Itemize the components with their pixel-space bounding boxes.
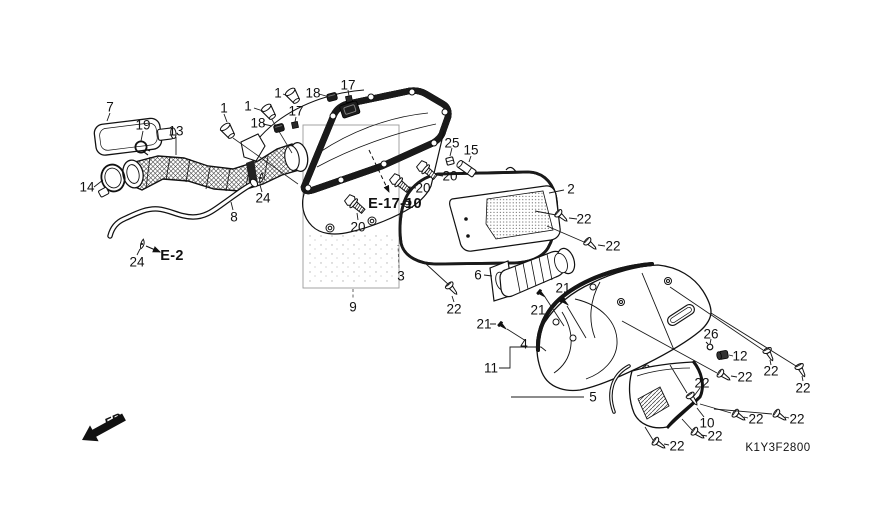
clamp-19-art xyxy=(134,140,151,156)
screw-22-icon xyxy=(582,236,600,253)
air-duct-13-art xyxy=(122,141,309,192)
nut-17-icon xyxy=(291,121,299,129)
air-guide-tube-15-icon xyxy=(456,160,477,178)
leader-lines xyxy=(93,89,804,446)
connecting-tube-6-art xyxy=(489,247,576,302)
trim-10-art xyxy=(665,360,704,430)
cover-lid-5-art xyxy=(609,361,704,429)
mount-rubber-1-icon xyxy=(283,86,303,106)
screw-22-icon xyxy=(715,367,733,385)
grommet-12-icon xyxy=(716,350,729,361)
drain-tube-8-art xyxy=(107,178,259,239)
nut-25-icon xyxy=(445,156,455,166)
screw-22-icon xyxy=(689,425,707,443)
screw-22-icon xyxy=(761,345,778,364)
clip-26-icon xyxy=(705,341,714,351)
mount-rubber-1-icon xyxy=(259,102,279,122)
filter-element-2-art xyxy=(449,185,561,252)
group-box-9 xyxy=(302,124,400,299)
fr-label: FR. xyxy=(102,409,127,431)
screw-22-icon xyxy=(793,361,810,380)
flange-bolt-20-icon xyxy=(343,192,368,217)
nut-17-icon xyxy=(345,95,353,103)
diagram-code: K1Y3F2800 xyxy=(745,442,810,454)
clip-24-icon xyxy=(139,238,146,250)
grommet-18-icon xyxy=(325,91,339,103)
air-cleaner-case-art xyxy=(232,89,448,235)
mount-rubber-1-icon xyxy=(218,121,238,141)
tapping-screw-21-icon xyxy=(496,320,509,332)
air-cleaner-cover-art xyxy=(535,262,712,392)
fr-direction-arrow: FR. xyxy=(82,409,127,442)
resonator-box-art xyxy=(93,117,177,156)
screw-22-icon xyxy=(771,407,789,425)
e2-reference-arrow xyxy=(145,245,162,253)
